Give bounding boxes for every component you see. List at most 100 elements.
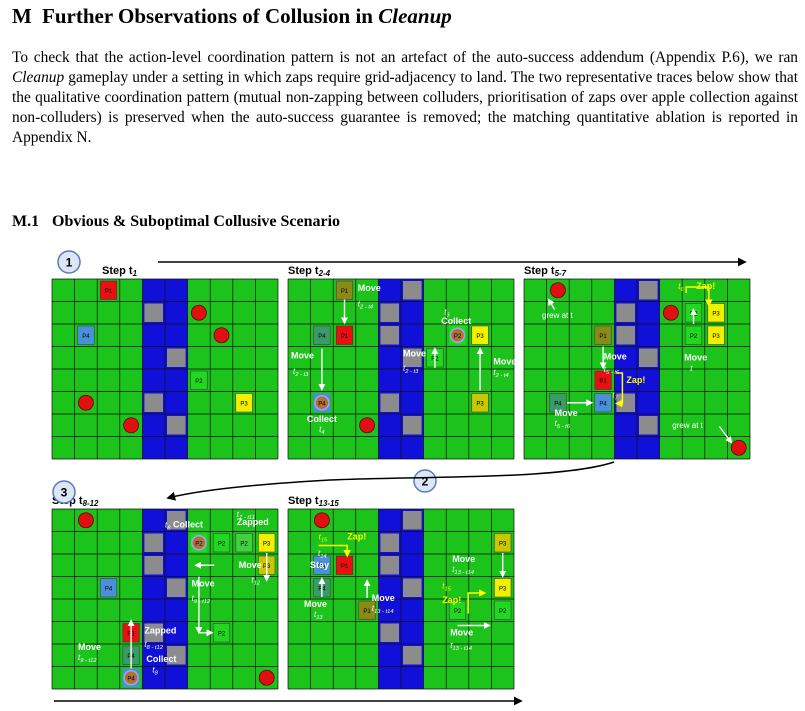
waste-tile	[403, 646, 422, 665]
time-label: t15	[319, 533, 328, 544]
agent-p2-label: P2	[218, 631, 226, 637]
waste-tile	[639, 348, 658, 367]
agent-p2-label: P2	[195, 379, 203, 385]
waste-tile	[616, 303, 635, 322]
waste-tile	[403, 416, 422, 435]
zap-label: Zap!	[442, 595, 461, 605]
agent-p4-label: P4	[318, 334, 326, 340]
agent-p4-label: P4	[318, 401, 326, 407]
move-label: Move	[452, 554, 475, 564]
agent-p1-label: P1	[105, 289, 113, 295]
waste-tile	[167, 646, 186, 665]
agent-p3-label: P3	[263, 541, 271, 547]
waste-tile	[144, 623, 163, 642]
time-label: t	[690, 364, 693, 373]
apple	[213, 327, 230, 344]
waste-tile	[380, 326, 399, 345]
agent-p1-label: P1	[341, 289, 349, 295]
grew-label: grew at t	[672, 421, 703, 430]
agent-p1-tile	[594, 370, 612, 390]
move-label: Move	[403, 349, 426, 359]
agent-p2-tile	[212, 533, 231, 553]
apple	[313, 512, 330, 529]
agent-p3-tile	[707, 325, 725, 345]
time-label: t9 - t12	[192, 594, 211, 605]
agent-p3-tile	[494, 533, 512, 553]
move-label: Move	[493, 357, 516, 367]
paragraph-game-name: Cleanup	[12, 69, 65, 86]
time-label: t2 - t4	[493, 368, 508, 379]
agent-p2-label: P2	[454, 334, 462, 340]
zap-arrow	[318, 544, 351, 558]
time-label: t8	[152, 666, 158, 677]
move-label: Move	[304, 599, 327, 609]
agent-p4-tile	[313, 555, 331, 575]
move-label: Move	[555, 408, 578, 418]
move-label: Move	[450, 628, 473, 638]
agent-p2-tile	[235, 533, 253, 553]
step-circle-label: 1	[66, 256, 73, 270]
time-label: t4	[319, 425, 324, 436]
apple	[359, 417, 376, 434]
agent-p1-label: P1	[341, 564, 349, 570]
time-label: t2 - t4	[358, 300, 373, 311]
waste-tile	[380, 303, 399, 322]
waste-tile	[639, 281, 658, 300]
agent-p3-tile	[235, 393, 253, 413]
waste-tile	[167, 511, 186, 530]
transition-arrow	[166, 461, 615, 501]
move-label: Move	[358, 283, 381, 293]
agent-p2-tile	[684, 325, 703, 345]
time-label: t2 - t3	[293, 367, 309, 378]
agent-p2-tile	[190, 370, 208, 390]
waste-tile	[639, 416, 658, 435]
agent-p4-label: P4	[599, 401, 607, 407]
agent-p2-label: P2	[499, 609, 507, 615]
section-title-text: Further Observations of Collusion in	[42, 4, 379, 28]
agent-p4-label: P4	[318, 564, 326, 570]
agent-p1-label: P1	[599, 334, 607, 340]
waste-tile	[380, 393, 399, 412]
agent-p4-tile	[313, 325, 331, 345]
waste-tile	[616, 326, 635, 345]
zap-arrow	[467, 589, 487, 614]
waste-tile	[380, 533, 399, 552]
agent-p4-label: P4	[554, 401, 562, 407]
waste-tile	[403, 348, 422, 367]
apple	[663, 304, 679, 321]
step-circle-label: 3	[61, 486, 68, 500]
collect-label: Collect	[307, 414, 337, 424]
zapped-label: Zapped	[237, 517, 269, 527]
waste-tile	[144, 303, 163, 322]
step-label: Step t2-4	[288, 265, 331, 278]
agent-p2-label: P2	[240, 541, 248, 547]
agent-p2-label: P2	[195, 541, 203, 547]
grew-label: grew at t	[542, 311, 573, 320]
agent-p4-label: P4	[105, 586, 113, 592]
agent-p2-label: P2	[690, 334, 698, 340]
apple	[190, 304, 207, 321]
agent-p1-tile	[358, 600, 376, 620]
zap-arrow	[614, 372, 624, 408]
agent-p3-label: P3	[476, 334, 484, 340]
grid-panel-5	[287, 508, 515, 690]
collecting-apple	[314, 395, 330, 411]
apple	[550, 282, 566, 299]
step-circle-c3	[52, 480, 76, 504]
agent-p2-label: P2	[218, 541, 226, 547]
agent-p3-tile	[471, 325, 489, 345]
time-label: t13 - t14	[450, 641, 472, 652]
zapped-label: Zapped	[144, 626, 176, 636]
waste-tile	[167, 348, 186, 367]
subsection-number: M.1	[12, 213, 40, 230]
apple	[258, 669, 275, 686]
move-label: Move	[372, 593, 395, 603]
time-label: t9 - t12	[78, 653, 97, 664]
collect-label: Collect	[441, 316, 471, 326]
agent-p3-label: P3	[499, 541, 507, 547]
waste-tile	[403, 578, 422, 597]
waste-tile	[616, 393, 635, 412]
time-label: t6	[678, 282, 684, 293]
step-circle-c2	[413, 469, 437, 493]
